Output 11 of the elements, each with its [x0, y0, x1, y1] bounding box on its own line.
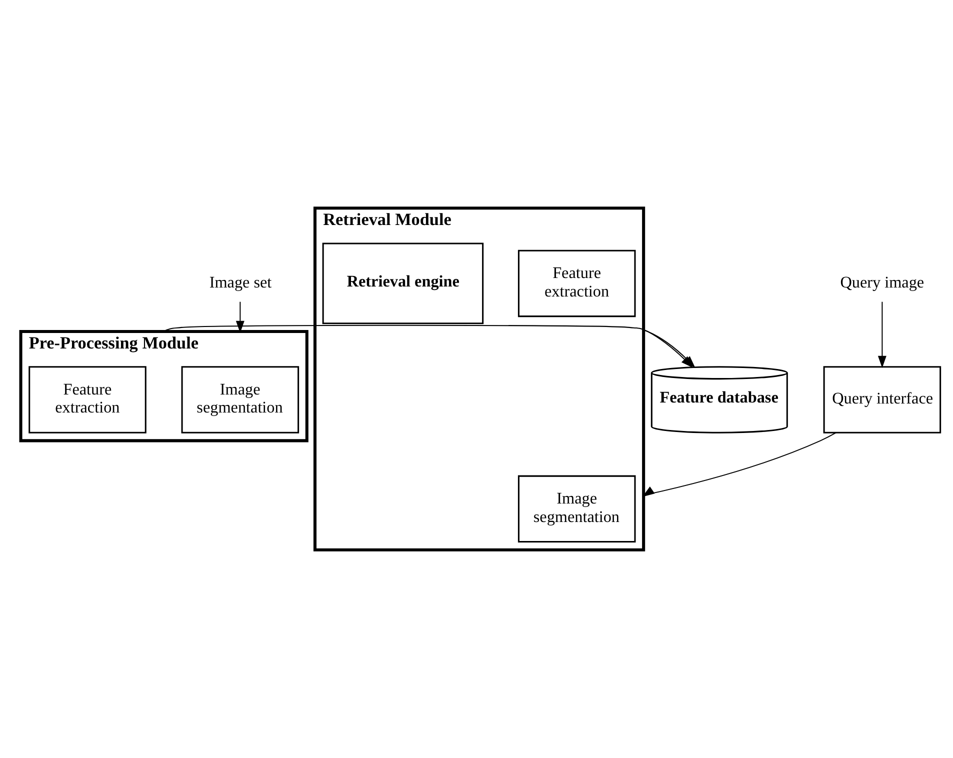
node-box: Query interface	[823, 366, 942, 434]
node-box: Retrieval engine	[322, 242, 484, 324]
arrow	[236, 302, 244, 333]
node-box: Feature extraction	[28, 366, 146, 434]
arrow	[642, 432, 836, 497]
node-box: Image segmentation	[181, 366, 300, 434]
arrow	[878, 302, 886, 368]
node-box: Feature extraction	[518, 250, 636, 318]
node-text: Image set	[209, 274, 272, 292]
node-box: Image segmentation	[518, 475, 636, 543]
node-text: Query image	[840, 274, 924, 292]
